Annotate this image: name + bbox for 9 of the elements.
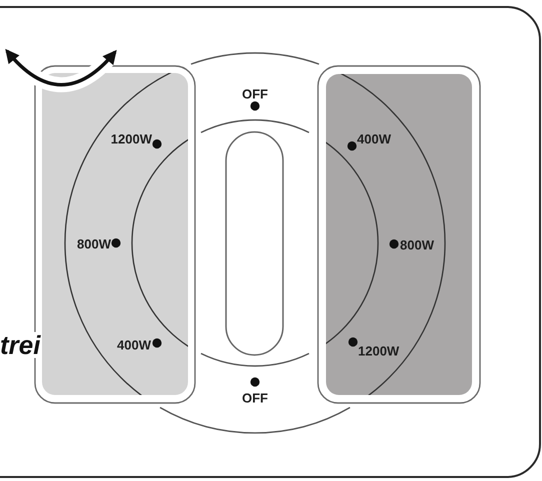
power-setting-label: 800W <box>400 238 434 252</box>
power-setting-label: 1200W <box>358 344 400 358</box>
power-setting-label: 400W <box>357 132 391 146</box>
off-label: OFF <box>242 392 268 404</box>
power-setting-label: 800W <box>77 238 111 250</box>
heading-text: trei <box>0 332 42 358</box>
power-setting-label: 1200W <box>110 132 152 146</box>
off-label: OFF <box>242 88 268 100</box>
power-setting-label: 400W <box>117 338 151 352</box>
